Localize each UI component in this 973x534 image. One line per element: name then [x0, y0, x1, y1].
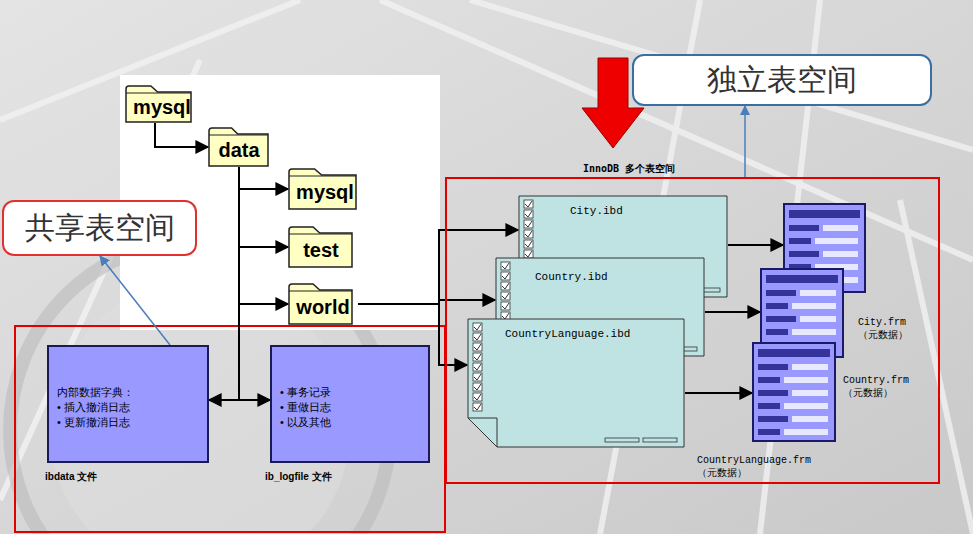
box-text: Country.ibd: [535, 271, 705, 283]
box-text: 独立表空间: [707, 60, 857, 101]
box-text: City.ibd: [570, 205, 728, 217]
connector-arrow: [155, 123, 208, 147]
file-caption: ibdata 文件: [45, 470, 97, 484]
leader-arrow: [100, 256, 170, 345]
connector-arrow: [685, 392, 752, 394]
box-text: data: [218, 139, 259, 162]
shared-region-frame: [15, 326, 445, 532]
callout-box: 独立表空间: [632, 54, 932, 106]
connector-arrow: [728, 244, 783, 246]
connector-arrow: [209, 167, 239, 400]
folder-icon: mysql: [125, 85, 199, 123]
box-text: mysql: [296, 181, 354, 204]
connector-arrow: [358, 230, 518, 304]
box-text: • 事务记录: [280, 385, 420, 400]
file-label: Country.frm （元数据）: [843, 374, 915, 400]
connector-arrow: [239, 167, 288, 304]
file-box: 内部数据字典：• 插入撤消日志• 更新撤消日志: [47, 345, 209, 463]
file-box: • 事务记录• 重做日志• 以及其他: [270, 345, 430, 463]
region-heading: InnoDB 多个表空间: [583, 162, 675, 176]
folder-icon: data: [208, 127, 270, 167]
file-label: City.frm （元数据）: [858, 316, 922, 342]
box-text: 内部数据字典：: [57, 385, 199, 400]
box-text: world: [296, 296, 349, 319]
frm-file: CountryLanguage.frm （元数据）: [752, 342, 836, 442]
box-text: • 插入撤消日志: [57, 400, 199, 415]
ibd-file: CountryLanguage.ibd: [467, 318, 685, 448]
folder-icon: mysql: [288, 168, 362, 210]
box-text: • 以及其他: [280, 415, 420, 430]
connector-arrow: [705, 311, 760, 313]
box-text: • 更新撤消日志: [57, 415, 199, 430]
box-text: mysql: [133, 96, 191, 119]
file-caption: ib_logfile 文件: [265, 470, 332, 484]
folder-icon: world: [288, 283, 358, 325]
tablespace-region: InnoDB 多个表空间City.ibdCountry.ibdCountryLa…: [445, 177, 940, 484]
connector-arrow: [239, 167, 288, 189]
folder-icon: test: [288, 226, 354, 268]
connector-arrow: [239, 167, 288, 247]
connector-arrow: [239, 167, 270, 400]
callout-box: 共享表空间: [2, 200, 197, 256]
box-text: • 重做日志: [280, 400, 420, 415]
box-text: 共享表空间: [25, 208, 175, 249]
file-label: CountryLanguage.frm （元数据）: [697, 454, 819, 480]
leader-arrow: [744, 106, 746, 177]
box-text: CountryLanguage.ibd: [505, 328, 685, 340]
box-text: test: [303, 239, 339, 262]
